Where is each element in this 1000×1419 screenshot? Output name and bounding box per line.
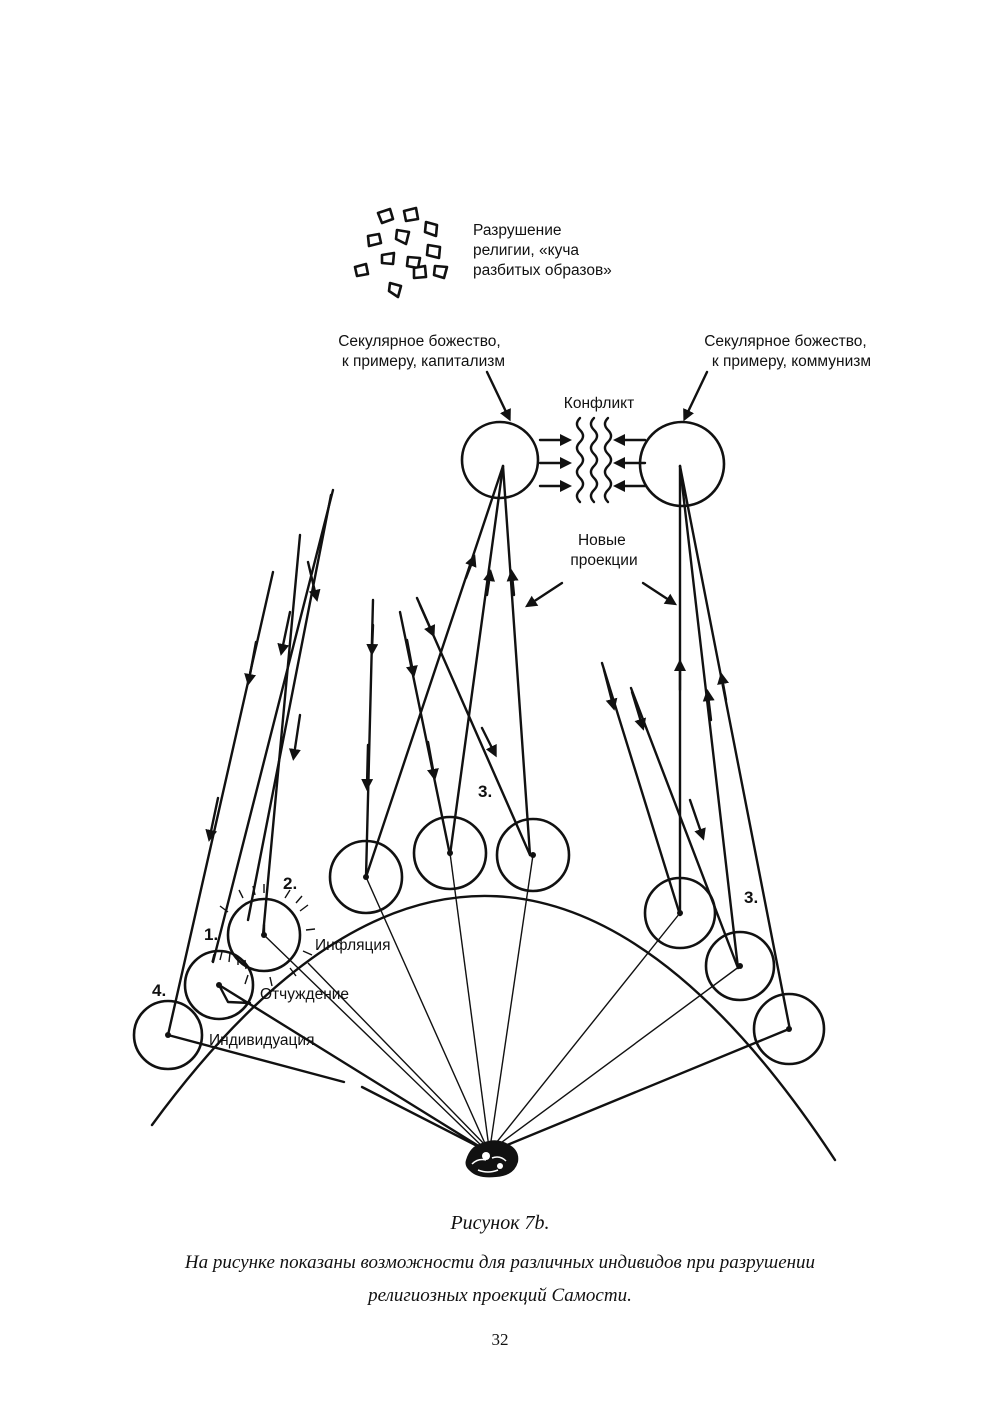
conflict-arrows <box>538 434 647 492</box>
inflation-label: Инфляция <box>315 937 390 954</box>
figure-caption-line-2: религиозных проекций Самости. <box>368 1285 632 1306</box>
secular-deity-right-label: Секулярное божество, к примеру, коммуниз… <box>704 333 871 370</box>
destruction-label: Разрушение религии, «куча разбитых образ… <box>473 222 612 279</box>
number-3-left: 3. <box>478 782 492 801</box>
number-3-right: 3. <box>744 888 758 907</box>
individual-circles <box>132 815 826 1071</box>
label-arrow-right <box>683 370 709 422</box>
new-projections-arrow-left <box>524 581 564 608</box>
self-projection-diagram: Разрушение религии, «куча разбитых образ… <box>132 206 871 1178</box>
individuation-label: Индивидуация <box>209 1032 314 1049</box>
secular-deity-capitalism-circle <box>460 420 540 500</box>
incoming-projection-arrows-middle <box>361 464 532 879</box>
new-projections-arrow-right <box>641 581 678 606</box>
new-projections-label: Новые проекции <box>570 532 637 569</box>
figure-caption-line-1: На рисунке показаны возможности для разл… <box>184 1252 816 1273</box>
alienation-shading <box>211 951 247 970</box>
alienation-path <box>217 983 252 1005</box>
secular-deity-left-label: Секулярное божество, к примеру, капитали… <box>338 333 505 370</box>
label-arrow-left <box>485 370 511 422</box>
figure-caption-text: На рисунке показаны возможности для разл… <box>100 1246 900 1312</box>
incoming-projection-arrows-left <box>166 488 335 1037</box>
secular-deity-communism-circle <box>638 420 726 508</box>
number-4: 4. <box>152 981 166 1000</box>
broken-images-pile <box>353 206 449 299</box>
incoming-projection-arrows-right <box>600 464 792 1032</box>
inflation-rays <box>219 884 316 987</box>
projection-lines-from-self <box>166 852 791 1152</box>
number-1: 1. <box>204 925 218 944</box>
self-symbol <box>465 1140 519 1178</box>
figure-caption-title: Рисунок 7b. <box>450 1212 550 1234</box>
page-number: 32 <box>491 1330 509 1349</box>
conflict-label: Конфликт <box>564 395 634 412</box>
number-2: 2. <box>283 874 297 893</box>
conflict-waves <box>575 416 613 504</box>
alienation-label: Отчуждение <box>260 986 349 1003</box>
